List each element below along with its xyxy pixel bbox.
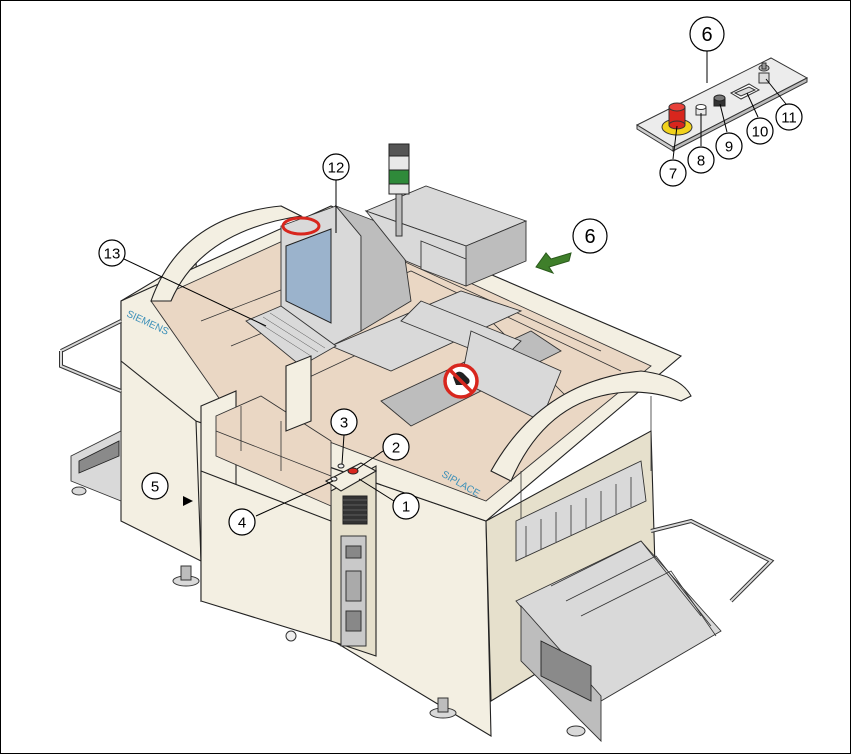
callout-3: 3: [331, 409, 357, 435]
callout-label: 6: [584, 226, 595, 248]
callout-label: 5: [151, 479, 159, 496]
callout-7: 7: [660, 160, 686, 186]
callout-10: 10: [747, 118, 773, 144]
callout-11: 11: [776, 104, 802, 130]
callout-label: 3: [340, 415, 348, 432]
callout-8: 8: [688, 147, 714, 173]
callout-label: 4: [238, 515, 246, 532]
callout-2: 2: [383, 434, 409, 460]
callout-6-top: 6: [690, 17, 724, 51]
callout-label: 8: [697, 153, 705, 170]
callout-6-arrow: 6: [573, 219, 607, 253]
callout-1: 1: [393, 493, 419, 519]
callout-label: 6: [701, 24, 712, 46]
callout-label: 11: [781, 110, 797, 127]
callout-12: 12: [323, 154, 349, 180]
direction-arrow-icon: [536, 253, 571, 273]
callout-label: 7: [669, 166, 677, 183]
callout-label: 2: [392, 440, 400, 457]
machine-body: [61, 206, 771, 741]
callout-4: 4: [229, 509, 255, 535]
no-hands-warning-icon: [445, 365, 477, 397]
callout-label: 9: [725, 139, 733, 156]
callout-13: 13: [99, 240, 125, 266]
callout-label: 1: [402, 499, 410, 516]
callout-label: 12: [328, 160, 345, 177]
callout-5: 5: [142, 473, 168, 499]
callout-label: 13: [104, 246, 121, 263]
callout-label: 10: [752, 124, 769, 141]
callout-9: 9: [716, 133, 742, 159]
